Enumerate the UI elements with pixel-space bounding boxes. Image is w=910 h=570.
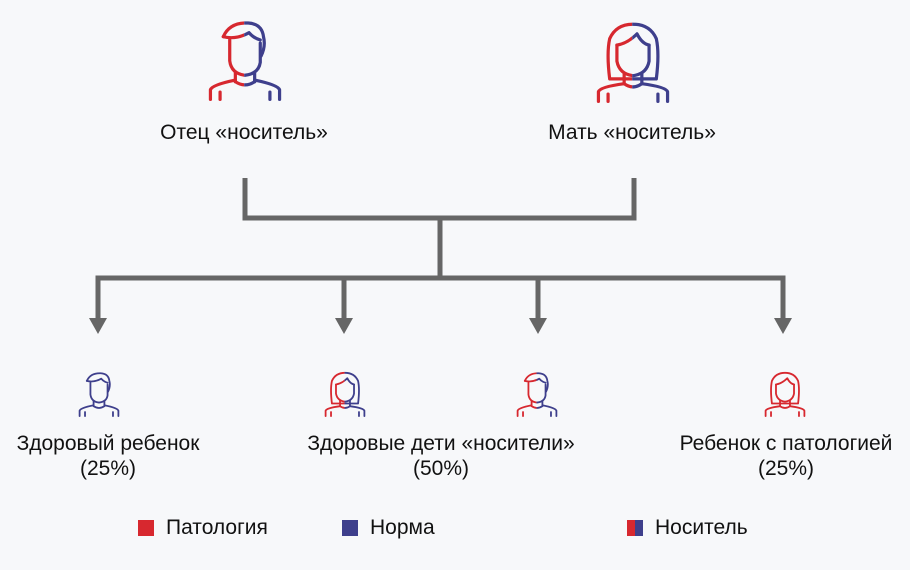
male-norm-icon <box>76 368 122 420</box>
child-healthy-percent: (25%) <box>79 457 137 480</box>
connector-line <box>242 178 637 221</box>
connector-line <box>341 278 541 318</box>
legend-norm: Норма <box>342 516 435 540</box>
father-label: Отец «носитель» <box>160 121 328 144</box>
child-pathology-percent: (25%) <box>757 457 815 480</box>
arrow-head <box>774 318 792 334</box>
pathology-swatch <box>138 520 154 536</box>
child-pathology-label: Ребенок с патологией <box>679 432 893 455</box>
male-carrier-icon <box>514 368 560 420</box>
norm-swatch <box>342 520 358 536</box>
arrow-head <box>335 318 353 334</box>
legend-label: Норма <box>370 516 435 539</box>
child-carrier-percent: (50%) <box>412 457 470 480</box>
carrier-swatch <box>627 520 643 536</box>
arrow-head <box>529 318 547 334</box>
legend-label: Патология <box>166 516 268 539</box>
connector-line <box>95 275 786 318</box>
female-pathology-icon <box>762 368 808 420</box>
female-carrier-icon <box>322 368 368 420</box>
legend-label: Носитель <box>655 516 748 539</box>
legend-pathology: Патология <box>138 516 268 540</box>
mother-label: Мать «носитель» <box>548 121 716 144</box>
legend-carrier: Носитель <box>627 516 748 540</box>
arrow-head <box>89 318 107 334</box>
child-carrier-label: Здоровые дети «носители» <box>307 432 575 455</box>
child-healthy-label: Здоровый ребенок <box>16 432 200 455</box>
